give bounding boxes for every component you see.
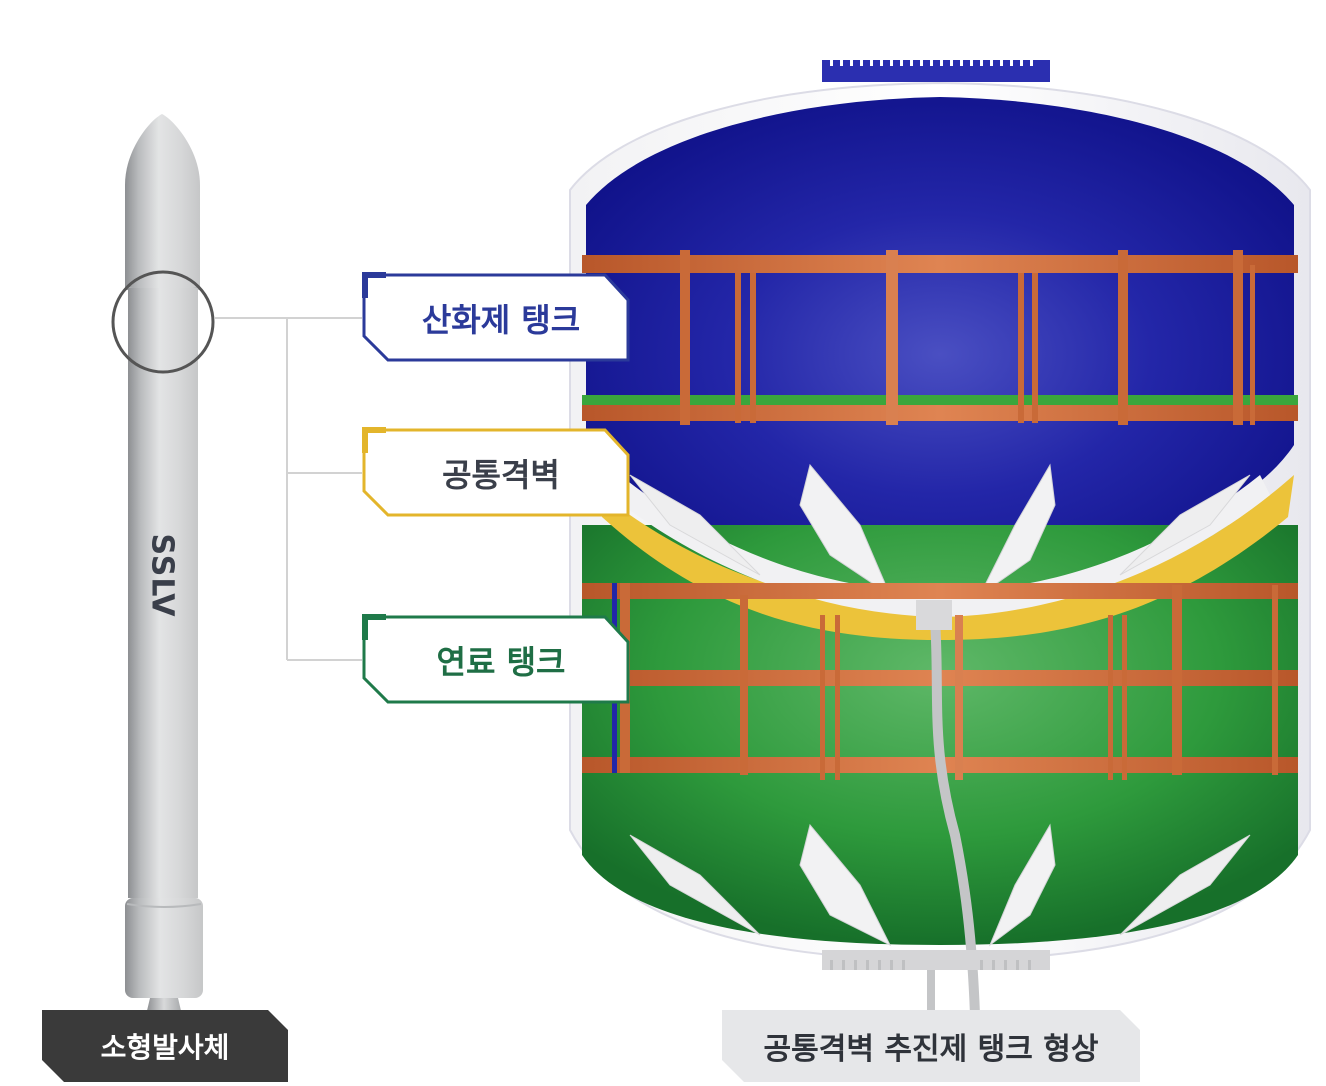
vehicle-caption: 소형발사체 — [42, 1010, 288, 1082]
rocket-body-label: SSLV — [140, 520, 184, 630]
callout-label: 산화제 탱크 — [421, 301, 581, 339]
caption-plate-icon — [42, 1010, 288, 1082]
propellant-tank-illustration — [569, 60, 1311, 1015]
callout-frame-icon — [362, 272, 630, 362]
callout-label: 연료 탱크 — [436, 643, 566, 681]
tank-caption-text: 공통격벽 추진제 탱크 형상 — [763, 1032, 1099, 1067]
callout-oxidizer-tank: 산화제 탱크 — [360, 270, 632, 366]
sslv-text: SSLV — [144, 532, 180, 618]
callout-frame-icon — [362, 614, 630, 704]
callout-label: 공통격벽 — [442, 456, 560, 494]
tank-caption: 공통격벽 추진제 탱크 형상 — [722, 1010, 1140, 1082]
rocket-illustration — [111, 114, 215, 1015]
vehicle-caption-text: 소형발사체 — [100, 1031, 230, 1064]
callout-frame-icon — [362, 427, 630, 517]
caption-plate-icon — [722, 1010, 1140, 1082]
callout-common-bulkhead: 공통격벽 — [360, 425, 632, 521]
callout-fuel-tank: 연료 탱크 — [360, 612, 632, 708]
